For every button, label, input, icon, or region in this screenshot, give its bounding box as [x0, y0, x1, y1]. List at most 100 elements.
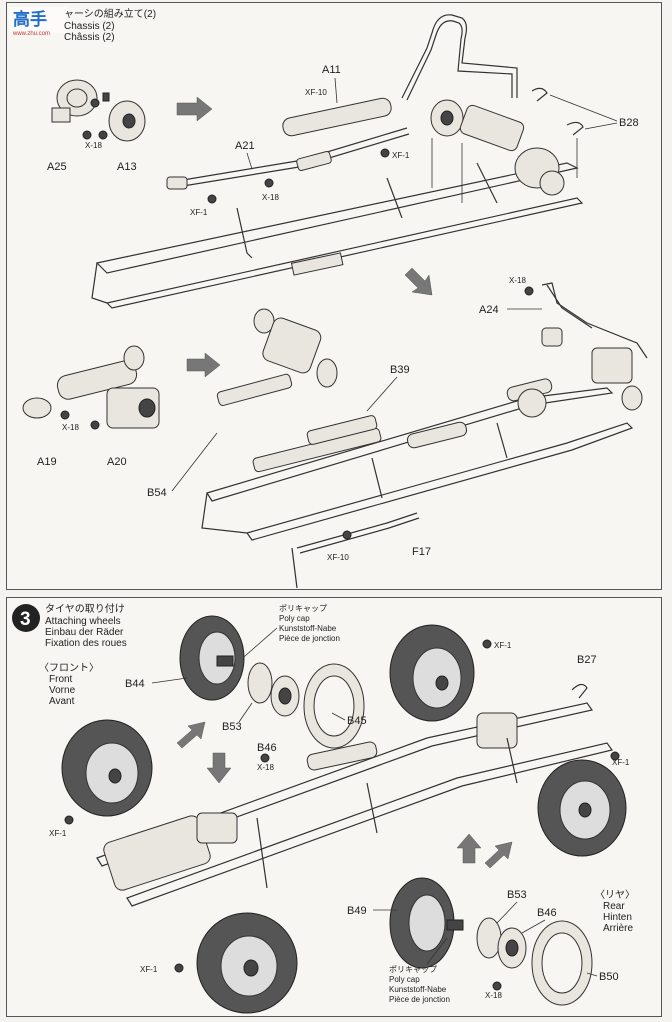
- label-A24: A24: [479, 304, 499, 316]
- paint-dot-icon: [342, 530, 352, 540]
- rear-label-de: Hinten: [603, 912, 632, 923]
- label-x18-f: X-18: [485, 991, 502, 1000]
- label-B46-rear: B46: [537, 907, 557, 919]
- rear-label-fr: Arrière: [603, 923, 633, 934]
- polycap-label-en: Poly cap: [279, 614, 310, 623]
- part-A24: [541, 282, 648, 359]
- label-xf1-e: XF-1: [612, 758, 630, 767]
- paint-dot-icon: [264, 178, 274, 188]
- part-F17: [291, 547, 298, 589]
- wheel-front-left: [61, 719, 153, 817]
- muffler-part: [282, 97, 392, 137]
- label-x18-a: X-18: [85, 141, 102, 150]
- label-A25: A25: [47, 161, 67, 173]
- label-x18-e: X-18: [257, 763, 274, 772]
- paint-dot-icon: [98, 130, 108, 140]
- paint-dot-icon: [174, 963, 184, 973]
- label-x18-c: X-18: [509, 276, 526, 285]
- watermark-logo: 高手 www.zhu.com: [9, 7, 67, 37]
- label-A20: A20: [107, 456, 127, 468]
- paint-dot-icon: [60, 410, 70, 420]
- label-xf10-a: XF-10: [305, 88, 327, 97]
- paint-dot-icon: [82, 130, 92, 140]
- arrow-up-right-icon: [484, 841, 513, 869]
- label-xf1-a: XF-1: [190, 208, 208, 217]
- paint-dot-icon: [64, 815, 74, 825]
- wheel-rear-right: [537, 759, 627, 857]
- step-2-title-jp: ャーシの組み立て(2): [64, 7, 156, 20]
- step-2-diagram: 高手 www.zhu.com ャーシの組み立て(2) Chassis (2) C…: [9, 7, 648, 589]
- step-3-title-fr: Fixation des roues: [45, 638, 127, 649]
- front-axle: [216, 308, 382, 473]
- polycap-label-fr: Pièce de jonction: [279, 634, 340, 643]
- wheel-bottom-left: [196, 912, 298, 1014]
- label-x18-b: X-18: [262, 193, 279, 202]
- label-xf1-d: XF-1: [49, 829, 67, 838]
- polycap-rear-en: Poly cap: [389, 975, 420, 984]
- front-label-de: Vorne: [49, 685, 76, 696]
- frame-lower: [201, 378, 634, 541]
- label-B50: B50: [599, 971, 619, 983]
- label-B28: B28: [619, 117, 639, 129]
- label-A21: A21: [235, 140, 255, 152]
- label-B54: B54: [147, 487, 167, 499]
- paint-dot-icon: [207, 194, 217, 204]
- rear-label-jp: 〈リヤ〉: [595, 889, 635, 901]
- step-number: 3: [20, 609, 31, 630]
- frame-upper: [91, 162, 584, 309]
- step-number-badge: [12, 604, 40, 632]
- label-A11: A11: [322, 64, 341, 76]
- watermark-text: 高手: [13, 9, 47, 29]
- label-F17: F17: [412, 546, 431, 558]
- label-B49: B49: [347, 905, 367, 917]
- part-B28: [531, 87, 584, 136]
- polycap-rear-fr: Pièce de jonction: [389, 995, 450, 1004]
- arrow-right-icon: [176, 96, 213, 122]
- paint-dot-icon: [260, 753, 270, 763]
- label-B27: B27: [577, 654, 597, 666]
- step-3-panel: 3 タイヤの取り付け Attaching wheels Einbau der R…: [6, 597, 662, 1017]
- polycap-rear-jp: ポリキャップ: [389, 965, 437, 974]
- polycap-label-de: Kunststoff-Nabe: [279, 624, 337, 633]
- front-label-en: Front: [49, 674, 73, 685]
- part-A25-A13: [51, 79, 146, 142]
- label-B39: B39: [390, 364, 410, 376]
- polycap-rear-de: Kunststoff-Nabe: [389, 985, 447, 994]
- label-B53: B53: [222, 721, 242, 733]
- rear-axle-upper: [430, 99, 578, 203]
- paint-dot-icon: [482, 639, 492, 649]
- wheel-front-right: [389, 624, 475, 722]
- arrow-up-icon: [456, 833, 482, 864]
- label-B44: B44: [125, 678, 145, 690]
- step-2-panel: 高手 www.zhu.com ャーシの組み立て(2) Chassis (2) C…: [6, 2, 662, 590]
- step-2-title-en: Chassis (2): [64, 21, 115, 32]
- label-xf10-b: XF-10: [327, 553, 349, 562]
- label-xf1-c: XF-1: [494, 641, 512, 650]
- front-wheel-exploded: [179, 615, 365, 749]
- axle-A19-A20: [22, 345, 160, 429]
- paint-dot-icon: [524, 286, 534, 296]
- label-A13: A13: [117, 161, 137, 173]
- arrow-down-icon: [404, 267, 433, 296]
- exhaust-pipe: [401, 14, 518, 99]
- rear-label-en: Rear: [603, 901, 625, 912]
- polycap-label-jp: ポリキャップ: [279, 604, 327, 613]
- paint-dot-icon: [380, 148, 390, 158]
- label-B45: B45: [347, 715, 367, 727]
- step-2-title-fr: Châssis (2): [64, 32, 115, 43]
- front-label-fr: Avant: [49, 696, 75, 707]
- chassis-assembled: [96, 702, 614, 907]
- front-label-jp: 〈フロント〉: [39, 662, 99, 674]
- label-B46: B46: [257, 742, 277, 754]
- watermark-url: www.zhu.com: [12, 31, 50, 37]
- label-xf1-b: XF-1: [392, 151, 410, 160]
- step-3-title-de: Einbau der Räder: [45, 627, 124, 638]
- paint-dot-icon: [610, 751, 620, 761]
- paint-dot-icon: [90, 420, 100, 430]
- step-3-title-jp: タイヤの取り付け: [45, 602, 125, 615]
- arrow-right-icon: [186, 352, 221, 378]
- label-xf1-f: XF-1: [140, 965, 158, 974]
- paint-dot-icon: [492, 981, 502, 991]
- arrow-down-icon: [206, 752, 232, 784]
- label-x18-d: X-18: [62, 423, 79, 432]
